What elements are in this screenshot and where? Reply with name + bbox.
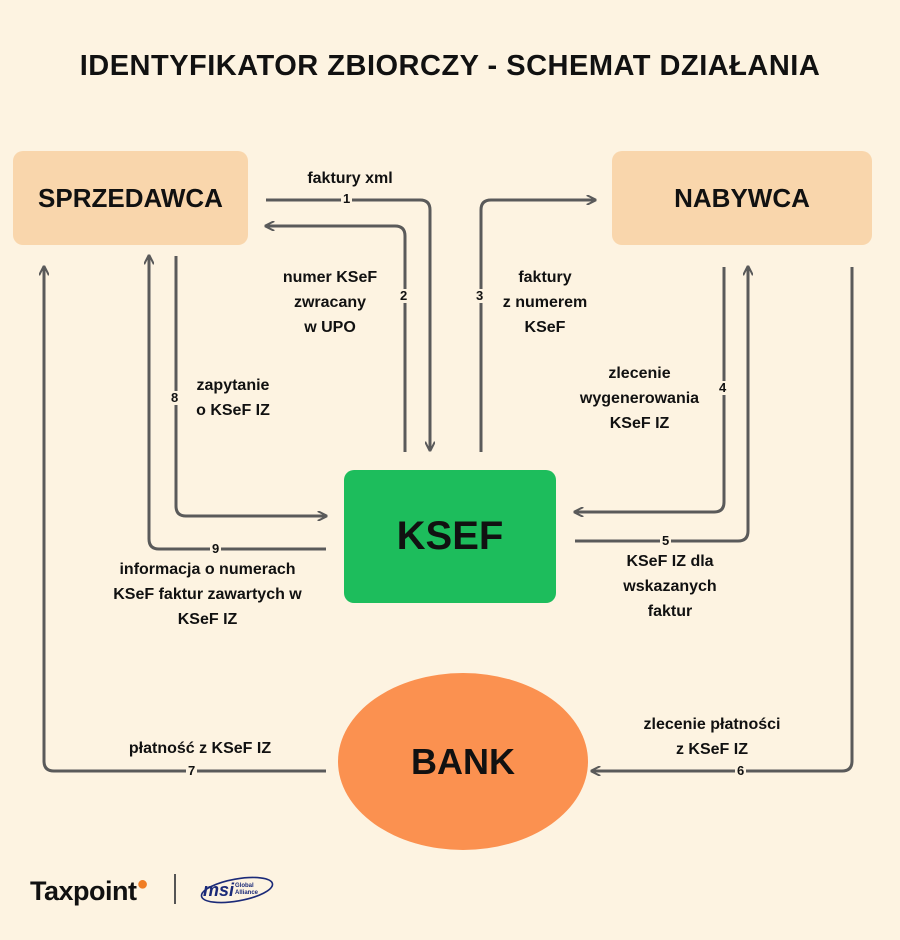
flow-6-number: 6: [735, 763, 747, 778]
flow-3-label: faktury z numerem KSeF: [502, 269, 588, 336]
flow-5-number: 5: [660, 533, 672, 548]
flow-1-number: 1: [341, 191, 353, 206]
flow-3-arrow: [479, 200, 595, 452]
flow-4-number: 4: [717, 380, 729, 395]
buyer-node: NABYWCA: [612, 151, 872, 245]
flow-2-label: numer KSeF zwracany w UPO: [282, 269, 378, 336]
flow-5-label: KSeF IZ dla wskazanych faktur: [623, 553, 717, 620]
flow-9-label: informacja o numerach KSeF faktur zawart…: [113, 561, 302, 628]
msi-logo: msi Global Alliance: [200, 876, 274, 904]
diagram-title: IDENTYFIKATOR ZBIORCZY - SCHEMAT DZIAŁAN…: [79, 50, 821, 82]
bank-node: BANK: [338, 673, 588, 850]
flow-7-label: płatność z KSeF IZ: [128, 740, 272, 757]
flow-4-arrow: [575, 267, 726, 512]
seller-node: SPRZEDAWCA: [13, 151, 248, 245]
flow-7-arrow: [44, 267, 326, 773]
svg-text:Alliance: Alliance: [235, 890, 259, 896]
flow-3-number: 3: [474, 288, 486, 303]
flow-9-number: 9: [210, 541, 222, 556]
flow-5-arrow: [575, 267, 748, 543]
svg-text:msi: msi: [203, 880, 235, 900]
flow-6-arrow: [592, 267, 854, 771]
flow-1-arrow: [266, 198, 430, 450]
taxpoint-logo: Taxpoint●: [30, 873, 149, 906]
ksef-node: KSEF: [344, 470, 556, 603]
flow-8-label: zapytanie o KSeF IZ: [196, 377, 270, 419]
footer-divider: [174, 874, 176, 904]
flow-9-arrow: [149, 256, 326, 551]
flow-7-number: 7: [186, 763, 198, 778]
flow-1-label: faktury xml: [307, 170, 393, 187]
flow-8-arrow: [174, 256, 326, 516]
flow-2-number: 2: [398, 288, 410, 303]
flow-6-label: zlecenie płatności z KSeF IZ: [643, 716, 781, 758]
flow-4-label: zlecenie wygenerowania KSeF IZ: [579, 365, 700, 432]
svg-text:Global: Global: [235, 883, 254, 889]
flow-8-number: 8: [169, 390, 181, 405]
flow-2-arrow: [266, 226, 407, 452]
